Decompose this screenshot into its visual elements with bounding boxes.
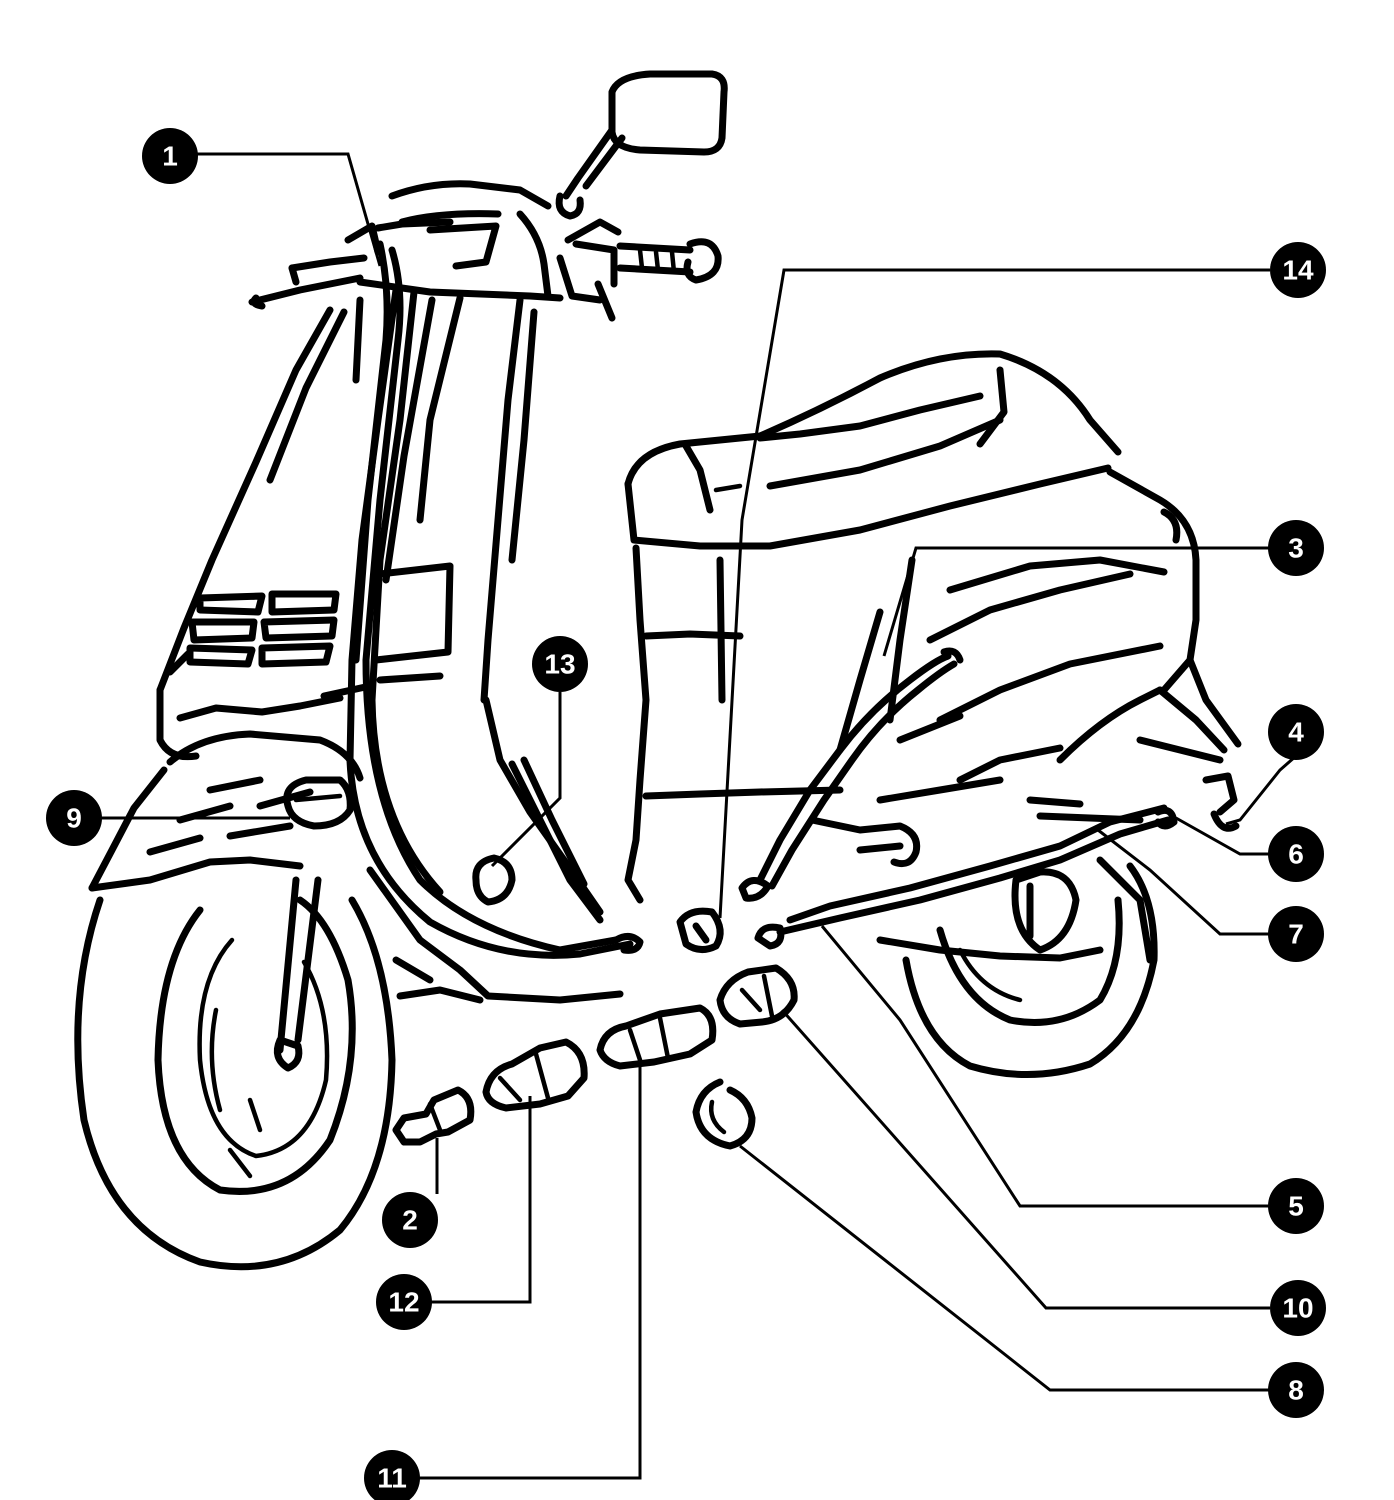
handlebar — [248, 218, 722, 322]
callout-label: 5 — [1288, 1191, 1304, 1222]
callout-7: 7 — [1268, 906, 1324, 962]
exploded-parts — [392, 964, 798, 1150]
callout-9: 9 — [46, 790, 102, 846]
callout-label: 12 — [388, 1287, 419, 1318]
front-wheel — [74, 876, 396, 1271]
leader-line-11 — [418, 1062, 642, 1480]
scooter-illustration — [74, 70, 1242, 1271]
leader-line-3 — [882, 546, 1270, 657]
callout-13: 13 — [532, 636, 588, 692]
callout-5: 5 — [1268, 1178, 1324, 1234]
callout-8: 8 — [1268, 1362, 1324, 1418]
callout-4: 4 — [1268, 704, 1324, 760]
callout-label: 8 — [1288, 1375, 1304, 1406]
headset — [356, 180, 564, 302]
body-panel — [624, 468, 1242, 904]
leader-line-5 — [820, 925, 1270, 1208]
leader-line-4 — [1225, 754, 1297, 826]
rear-assembly — [808, 796, 1158, 1078]
front-fender — [88, 730, 364, 892]
floorboard — [366, 866, 624, 1004]
callout-11: 11 — [364, 1450, 420, 1500]
callout-label: 7 — [1288, 919, 1304, 950]
callout-10: 10 — [1270, 1280, 1326, 1336]
leader-line-6 — [1175, 816, 1270, 856]
callout-label: 2 — [402, 1205, 418, 1236]
mirror — [555, 70, 728, 220]
leader-line-7 — [1097, 828, 1270, 936]
callout-badges: 1 2 3 4 5 6 7 8 9 10 11 — [46, 128, 1326, 1500]
steering-column — [320, 286, 634, 959]
leader-line-8 — [739, 1144, 1270, 1392]
cables — [283, 240, 1240, 954]
leader-line-12 — [430, 1096, 532, 1304]
callout-label: 13 — [544, 649, 575, 680]
leader-line-10 — [780, 1009, 1270, 1310]
callout-6: 6 — [1268, 826, 1324, 882]
callout-label: 1 — [162, 141, 178, 172]
callout-1: 1 — [142, 128, 198, 184]
callout-2: 2 — [382, 1192, 438, 1248]
callout-label: 14 — [1282, 255, 1314, 286]
callout-label: 3 — [1288, 533, 1304, 564]
leader-line-13 — [490, 692, 562, 868]
leader-line-14 — [718, 268, 1270, 919]
callout-3: 3 — [1268, 520, 1324, 576]
callout-label: 4 — [1288, 717, 1304, 748]
callout-label: 11 — [377, 1463, 407, 1494]
leader-line-1 — [196, 152, 382, 267]
seat — [624, 350, 1122, 550]
callout-12: 12 — [376, 1274, 432, 1330]
leg-shield — [156, 296, 364, 761]
callout-14: 14 — [1270, 242, 1326, 298]
leader-lines — [98, 152, 1297, 1480]
callout-label: 6 — [1288, 839, 1304, 870]
callout-label: 9 — [66, 803, 82, 834]
callout-label: 10 — [1282, 1293, 1313, 1324]
